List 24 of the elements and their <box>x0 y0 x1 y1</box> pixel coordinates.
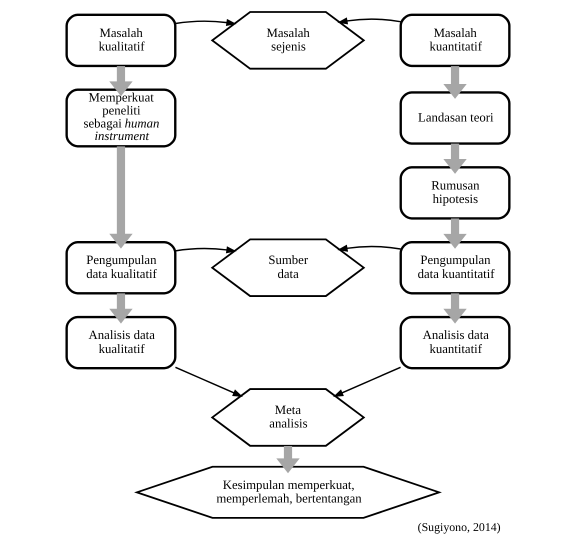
node-box: Analisis data kuantitatif <box>400 316 511 370</box>
node-box: Rumusan hipotesis <box>400 166 511 220</box>
arrow <box>337 17 401 24</box>
node-box: Pengumpulan data kualitatif <box>65 240 176 294</box>
node-box: Masalah kualitatif <box>65 14 176 68</box>
arrow <box>443 218 467 249</box>
arrow <box>443 293 467 324</box>
node-box: Pengumpulan data kuantitatif <box>400 240 511 294</box>
node-box: Masalah kuantitatif <box>400 14 511 68</box>
arrow <box>175 366 243 397</box>
caption: (Sugiyono, 2014) <box>418 520 501 534</box>
arrow <box>337 244 401 252</box>
node-box: Memperkuat peneliti sebagai human instrument <box>65 88 176 148</box>
arrow <box>443 144 467 174</box>
node-box: Analisis data kualitatif <box>65 316 176 370</box>
arrow <box>333 366 401 397</box>
node-box: Landasan teori <box>400 91 511 145</box>
arrow <box>109 66 133 96</box>
arrow <box>109 293 133 324</box>
arrow <box>276 446 300 474</box>
arrow <box>443 66 467 99</box>
arrow <box>109 146 133 249</box>
arrow <box>175 18 237 26</box>
arrow <box>175 246 237 254</box>
